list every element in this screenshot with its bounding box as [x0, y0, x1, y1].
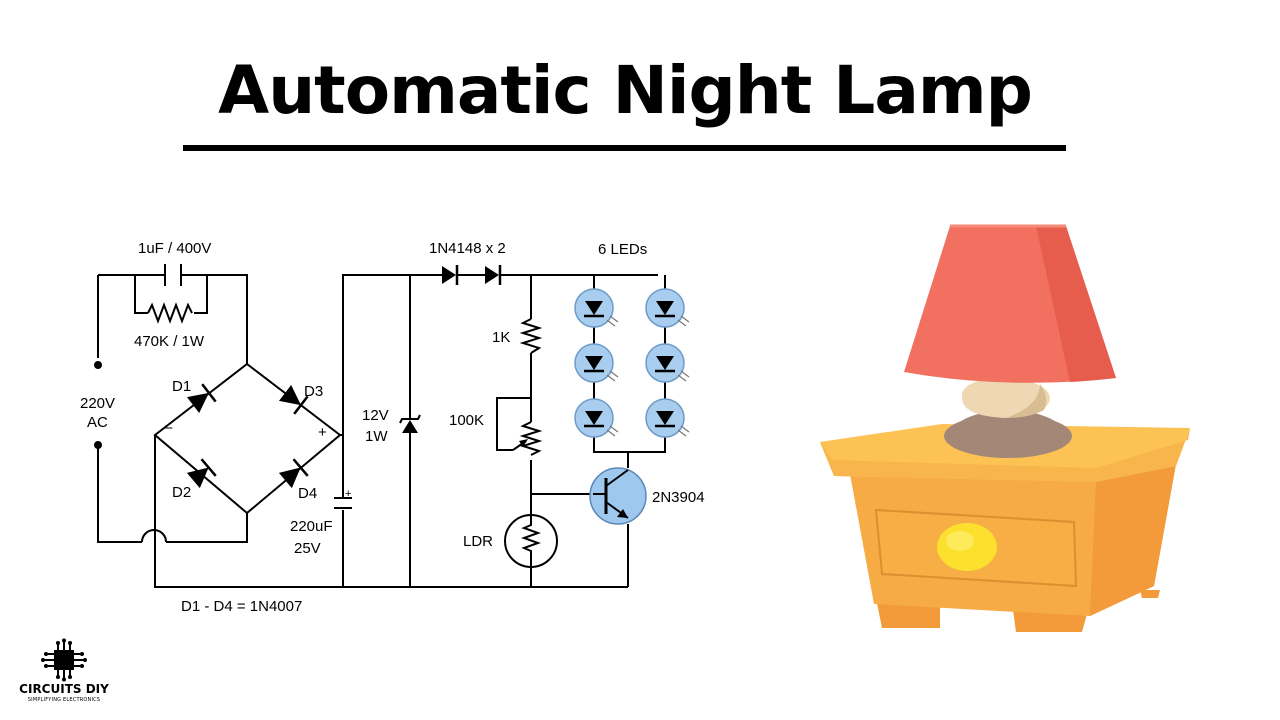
label-bridge-minus: –: [164, 419, 173, 436]
transistor: [589, 467, 647, 525]
label-d4: D4: [298, 485, 317, 502]
zener-diode: [399, 414, 421, 433]
label-ldr: LDR: [463, 533, 493, 550]
diode-d1: [186, 383, 217, 414]
diode-d4: [278, 458, 309, 489]
label-d2: D2: [172, 484, 191, 501]
label-transistor: 2N3904: [652, 489, 705, 506]
capacitor-c2: [334, 497, 352, 509]
diode-d2: [186, 458, 217, 489]
wires: [97, 274, 666, 588]
ac-terminal-top: [94, 361, 102, 369]
resistor-r1: [147, 302, 193, 324]
led: [574, 343, 619, 383]
label-cap-plus: +: [345, 488, 351, 500]
label-leds: 6 LEDs: [598, 241, 647, 258]
label-c2-voltage: 25V: [294, 540, 321, 557]
label-zener-power: 1W: [365, 428, 388, 445]
label-ac: AC: [87, 414, 108, 431]
wire-crossover: [141, 529, 167, 543]
series-diode-2: [485, 265, 502, 285]
label-c2-value: 220uF: [290, 518, 333, 535]
label-r2: 1K: [492, 329, 510, 346]
label-d1: D1: [172, 378, 191, 395]
potentiometer: [512, 421, 543, 456]
label-d3: D3: [304, 383, 323, 400]
chip-icon: [41, 638, 87, 682]
logo-tagline: SIMPLIFYING ELECTRONICS: [27, 697, 101, 703]
led: [645, 288, 690, 328]
led: [574, 398, 619, 438]
label-r1: 470K / 1W: [134, 333, 205, 350]
label-diode-note: D1 - D4 = 1N4007: [181, 598, 302, 615]
series-diode-1: [432, 265, 485, 285]
title-underline: [183, 145, 1066, 151]
label-pot: 100K: [449, 412, 484, 429]
led: [645, 343, 690, 383]
led-array: [574, 288, 690, 438]
diode-d3: [278, 384, 309, 415]
ldr: [504, 514, 558, 568]
resistor-r2: [519, 318, 543, 354]
capacitor-c1: [164, 264, 182, 286]
label-zener-voltage: 12V: [362, 407, 389, 424]
label-series-diodes: 1N4148 x 2: [429, 240, 506, 257]
brand-logo: CIRCUITS DIY SIMPLIFYING ELECTRONICS: [16, 638, 136, 710]
label-c1: 1uF / 400V: [138, 240, 211, 257]
label-bridge-plus: +: [318, 424, 327, 441]
ac-terminal-bottom: [94, 441, 102, 449]
circuit-schematic: 1uF / 400V 470K / 1W 220V AC D1 D2 D3 D4…: [80, 240, 705, 615]
logo-name: CIRCUITS DIY: [19, 682, 109, 696]
led: [645, 398, 690, 438]
led: [574, 288, 619, 328]
label-ac-voltage: 220V: [80, 395, 115, 412]
page-title: Automatic Night Lamp: [218, 52, 1033, 129]
